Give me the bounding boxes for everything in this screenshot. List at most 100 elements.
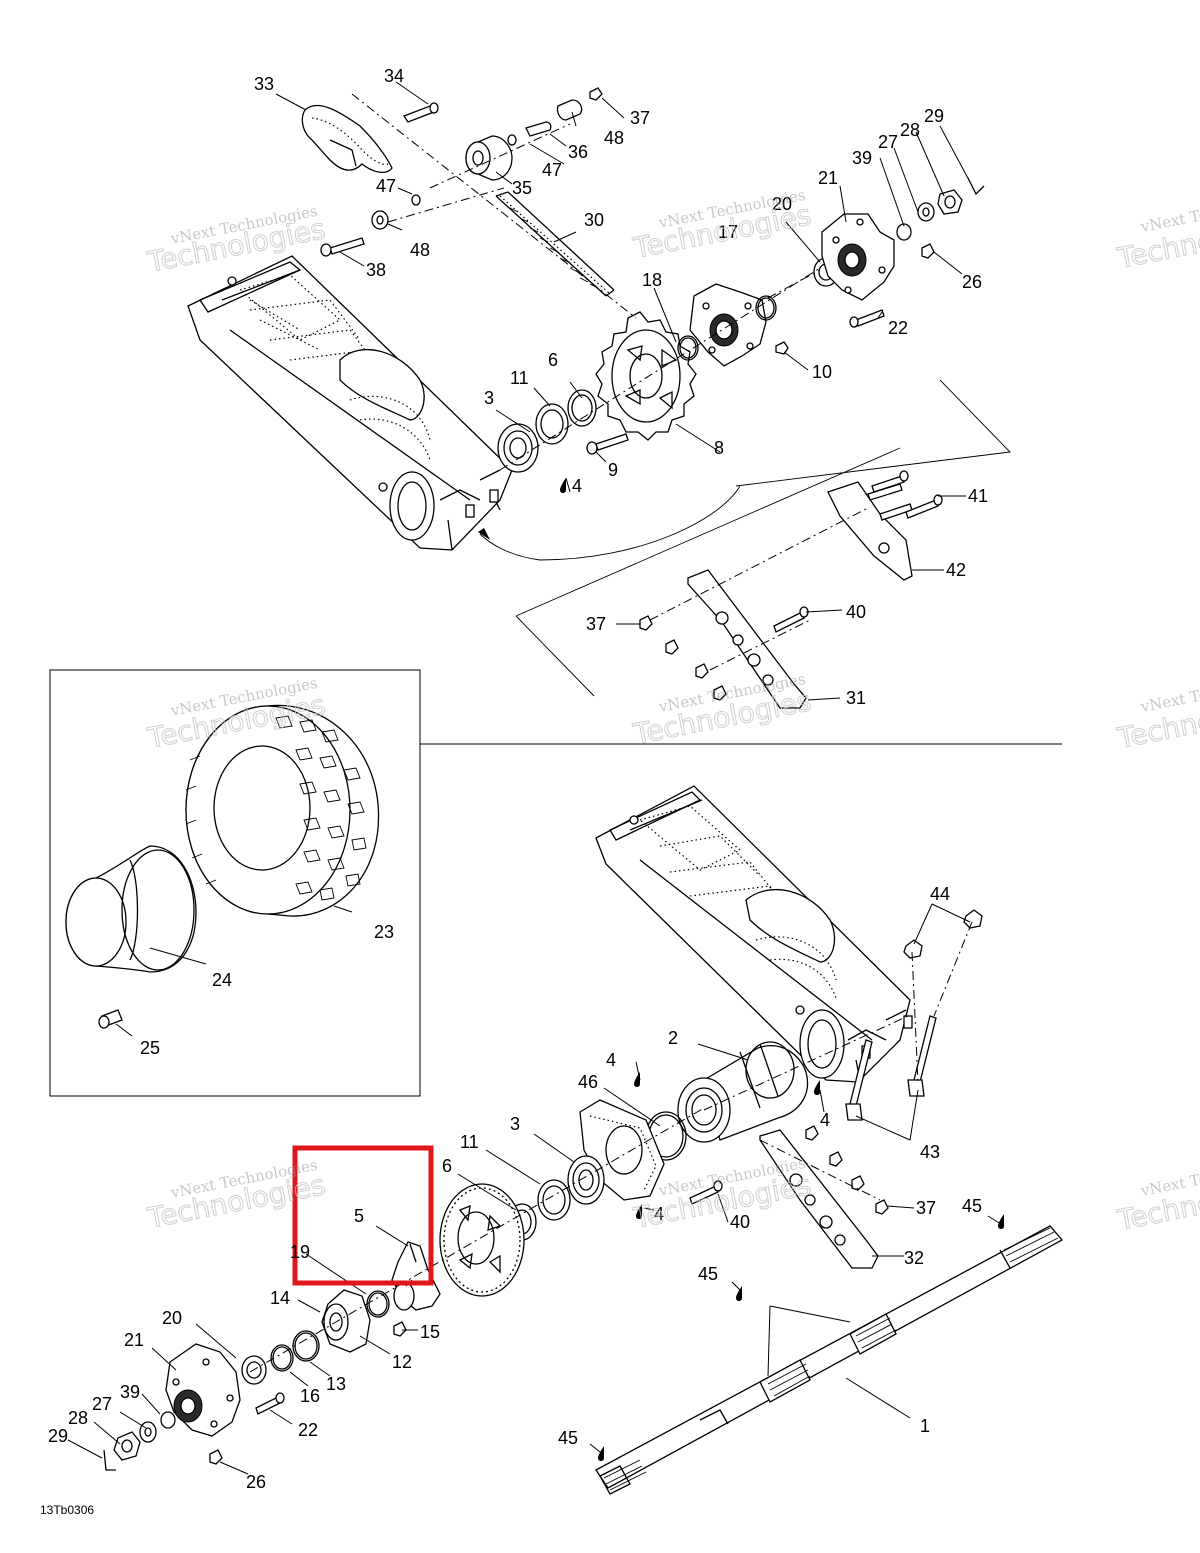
bushing-48 — [371, 99, 583, 230]
seal-11-top — [535, 403, 569, 445]
callout-25: 25 — [140, 1038, 160, 1058]
leader-lines — [67, 81, 1005, 1475]
callout-48: 48 — [604, 128, 624, 148]
callout-4: 4 — [606, 1050, 616, 1070]
callout-37: 37 — [586, 614, 606, 634]
figure-code: 13Tb0306 — [40, 1503, 94, 1517]
callout-21: 21 — [124, 1330, 144, 1350]
nuts-37-bottom — [805, 1125, 889, 1215]
nut-15 — [393, 1321, 407, 1337]
callout-45: 45 — [962, 1196, 982, 1216]
callout-27: 27 — [92, 1394, 112, 1414]
bolt-22-top — [849, 309, 885, 328]
callout-30: 30 — [584, 210, 604, 230]
stud-25 — [98, 1009, 123, 1029]
oring-39-bottom — [160, 1411, 176, 1429]
callout-1: 1 — [920, 1416, 930, 1436]
callout-28: 28 — [68, 1408, 88, 1428]
rim-24 — [65, 845, 197, 973]
callout-22: 22 — [298, 1420, 318, 1440]
callout-16: 16 — [300, 1386, 320, 1406]
bolt-38 — [320, 237, 365, 257]
wheel-hub-21-top — [821, 213, 895, 301]
slider-plate-31 — [687, 569, 807, 709]
cotter-pin-29-top — [967, 177, 985, 196]
callout-47: 47 — [376, 176, 396, 196]
callout-4: 4 — [654, 1204, 664, 1224]
washer-27-top — [917, 202, 935, 222]
pin-36 — [525, 121, 552, 137]
callout-45: 45 — [698, 1264, 718, 1284]
wheel-hub-21-bottom — [165, 1343, 241, 1437]
callout-20: 20 — [772, 194, 792, 214]
grease-icons-bottom — [598, 1072, 1004, 1461]
callout-13: 13 — [326, 1374, 346, 1394]
callout-5: 5 — [354, 1206, 364, 1226]
nut-28-bottom — [113, 1431, 141, 1461]
callout-3: 3 — [510, 1114, 520, 1134]
callout-6: 6 — [548, 350, 558, 370]
callout-23: 23 — [374, 922, 394, 942]
callout-39: 39 — [120, 1382, 140, 1402]
callout-2: 2 — [668, 1028, 678, 1048]
bolt-40-top — [773, 606, 809, 633]
callout-36: 36 — [568, 142, 588, 162]
nut-26-top — [921, 243, 935, 259]
tire-23 — [185, 704, 380, 917]
callout-18: 18 — [642, 270, 662, 290]
callout-17: 17 — [718, 222, 738, 242]
callout-33: 33 — [254, 74, 274, 94]
chain-guide — [301, 104, 393, 174]
bolt-9 — [586, 433, 629, 455]
bolt-34 — [403, 102, 439, 123]
callout-10: 10 — [812, 362, 832, 382]
callout-38: 38 — [366, 260, 386, 280]
callout-6: 6 — [442, 1156, 452, 1176]
bolt-22-bottom — [255, 1392, 285, 1415]
callout-31: 31 — [846, 688, 866, 708]
callout-35: 35 — [512, 178, 532, 198]
callout-40: 40 — [846, 602, 866, 622]
oring-39-top — [896, 223, 912, 241]
nut-37-top — [589, 87, 603, 101]
seal-6-top — [567, 389, 597, 427]
callout-24: 24 — [212, 970, 232, 990]
cotter-pin-29-bottom — [103, 1449, 116, 1471]
bolt-40-bottom — [689, 1180, 723, 1205]
callout-29: 29 — [924, 106, 944, 126]
bolt-41 — [871, 470, 943, 519]
callout-44: 44 — [930, 884, 950, 904]
callout-8: 8 — [714, 438, 724, 458]
tire-detail-box — [49, 669, 421, 1097]
callout-15: 15 — [420, 1322, 440, 1342]
callout-45: 45 — [558, 1428, 578, 1448]
nut-26-bottom — [209, 1449, 223, 1465]
callout-32: 32 — [904, 1248, 924, 1268]
nuts-37-mid — [639, 615, 727, 701]
callout-26: 26 — [246, 1472, 266, 1492]
axle-1 — [595, 1225, 1064, 1495]
bearing-3-bottom — [567, 1155, 605, 1205]
callout-41: 41 — [968, 486, 988, 506]
callout-19: 19 — [290, 1242, 310, 1262]
callout-28: 28 — [900, 120, 920, 140]
callout-46: 46 — [578, 1072, 598, 1092]
callout-20: 20 — [162, 1308, 182, 1328]
oring-16 — [270, 1344, 294, 1372]
callout-47: 47 — [542, 160, 562, 180]
nuts-44 — [903, 909, 983, 959]
swing-arm-top — [187, 255, 513, 551]
carrier-hub-top — [689, 283, 767, 367]
callout-labels: 1 2 3 3 4 4 4 4 5 6 6 8 9 10 11 11 12 13… — [48, 66, 988, 1492]
callout-4: 4 — [820, 1110, 830, 1130]
callout-39: 39 — [852, 148, 872, 168]
swing-arm-bottom — [595, 785, 913, 1083]
callout-37: 37 — [916, 1198, 936, 1218]
callout-48: 48 — [410, 240, 430, 260]
callout-26: 26 — [962, 272, 982, 292]
nut-10 — [775, 341, 789, 355]
callout-42: 42 — [946, 560, 966, 580]
callout-40: 40 — [730, 1212, 750, 1232]
callout-22: 22 — [888, 318, 908, 338]
